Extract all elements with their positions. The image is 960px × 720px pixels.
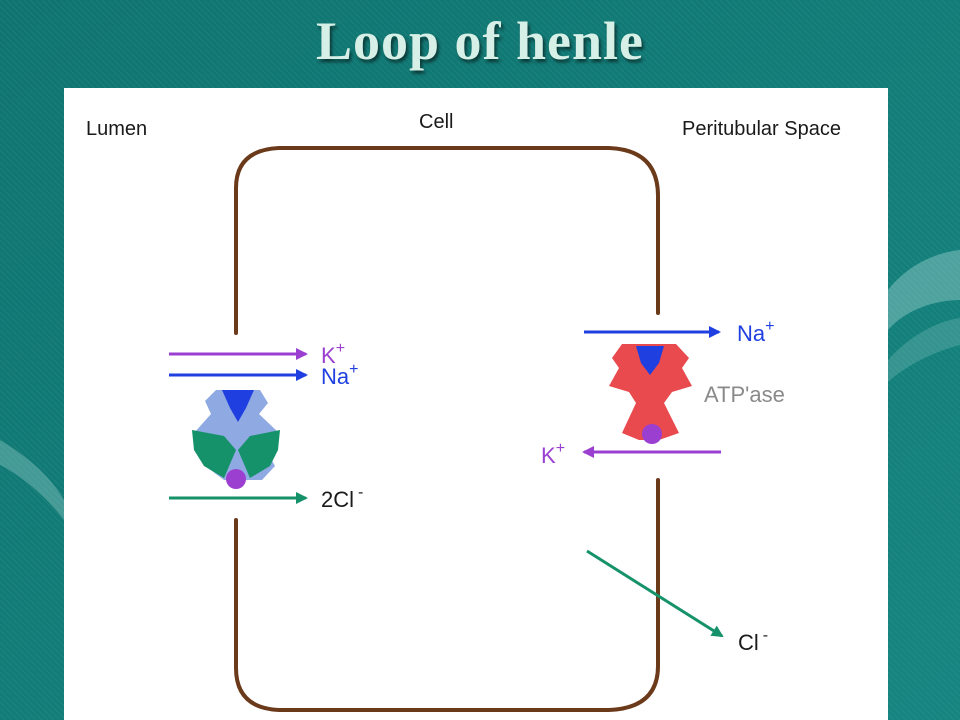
cell-membrane-bottom [234,478,660,712]
svg-text:Na+: Na+ [321,361,358,389]
diagram-panel: Lumen Cell Peritubular Space K+ Na+ 2Cl- [64,88,888,720]
ion-label-na-right: Na [737,321,766,346]
pump-label: ATP'ase [704,382,785,407]
svg-text:Cl-: Cl- [738,627,768,655]
background-swoosh [888,250,960,330]
region-label-lumen: Lumen [86,118,147,140]
background-swoosh [0,440,64,520]
ion-label-k-left: K [321,343,336,368]
nkcc-cotransporter-icon [192,390,280,489]
background-swoosh [888,318,960,382]
slide-title: Loop of henle [315,11,645,71]
cell-membrane-top [234,146,660,335]
ion-label-na-left: Na [321,364,350,389]
ion-charge-cl-left: - [358,484,363,501]
ion-label-k-right: K [541,443,556,468]
svg-text:Na+: Na+ [737,318,774,346]
region-label-cell: Cell [419,111,453,133]
arrow-cl-right [586,549,724,638]
svg-text:K+: K+ [541,440,565,468]
svg-text:K+: K+ [321,340,345,368]
ion-charge-cl-right: - [763,627,768,644]
ion-charge-na-left: + [349,361,358,378]
loop-of-henle-diagram: Lumen Cell Peritubular Space K+ Na+ 2Cl- [86,111,841,712]
region-label-peritubular: Peritubular Space [682,118,841,140]
ion-charge-k-left: + [336,340,345,357]
na-k-atpase-pump-icon [609,344,692,444]
ion-charge-na-right: + [765,318,774,335]
ion-charge-k-right: + [556,440,565,457]
svg-text:2Cl-: 2Cl- [321,484,363,512]
ion-label-cl-right: Cl [738,630,759,655]
ion-label-cl-left: 2Cl [321,487,354,512]
